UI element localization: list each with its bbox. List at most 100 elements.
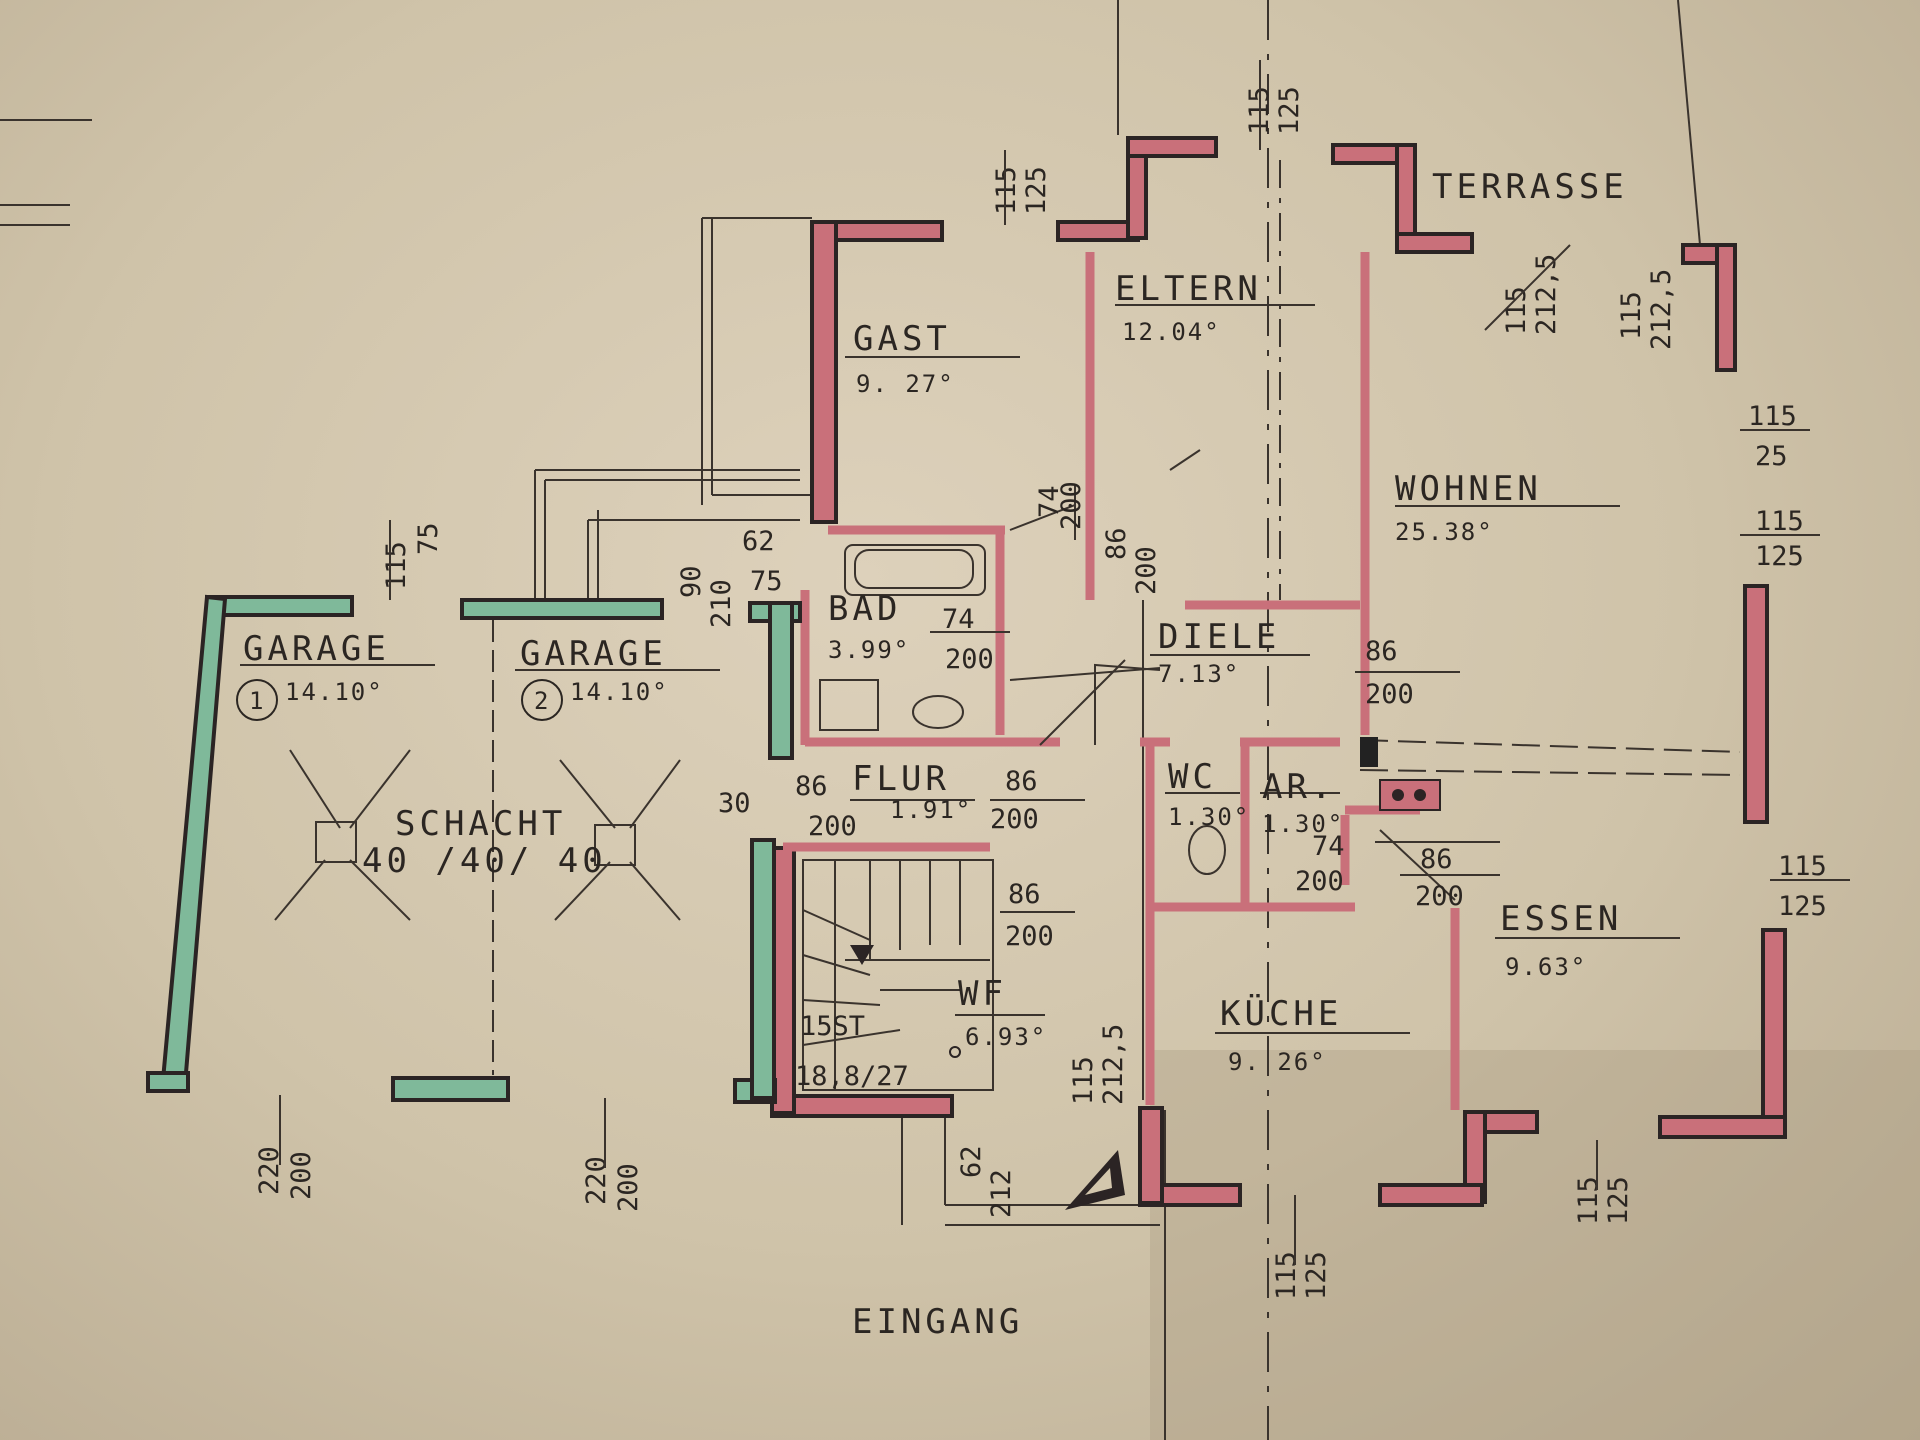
garage-walls xyxy=(146,594,802,1104)
schacht-box-right xyxy=(594,824,636,866)
dim-essen-door-1: 86 xyxy=(1420,844,1453,875)
dim-wohnen-window1-1: 115 xyxy=(1748,401,1797,432)
room-wf-area: 6.93° xyxy=(965,1023,1047,1051)
room-eltern-name: ELTERN xyxy=(1115,269,1262,309)
dim-wohnen-window2-1: 115 xyxy=(1755,506,1804,537)
dim-garage-window-1: 115 xyxy=(381,541,412,590)
dim-flur-dim: 30 xyxy=(718,788,751,819)
dim-kueche-window-1: 115 xyxy=(1271,1251,1302,1300)
dim-wohnen-door-2: 200 xyxy=(1365,679,1414,710)
dim-wohnen-door-1: 86 xyxy=(1365,636,1398,667)
interior-walls xyxy=(783,252,1460,1110)
dim-garage1-door-2: 200 xyxy=(286,1151,317,1200)
dim-garage-window-2: 75 xyxy=(413,522,444,555)
stair-arrow-icon xyxy=(850,945,874,965)
dim-wohnen-window1-2: 25 xyxy=(1755,441,1788,472)
stove-icon xyxy=(1379,779,1441,811)
room-gast-area: 9. 27° xyxy=(856,370,955,398)
toilet-icon-bad xyxy=(912,695,964,729)
dim-gast-window-1: 115 xyxy=(991,166,1022,215)
dim-garage-side-door-1: 90 xyxy=(676,565,707,598)
room-essen-name: ESSEN xyxy=(1500,899,1622,939)
room-wohnen-name: WOHNEN xyxy=(1395,469,1542,509)
dim-garage-side-door-4: 75 xyxy=(750,566,783,597)
construction-lines xyxy=(0,0,1741,1440)
dim-flur-door-right-2: 200 xyxy=(990,804,1039,835)
dim-essen-window-2: 125 xyxy=(1778,891,1827,922)
entrance-arrow-icon xyxy=(1065,1150,1125,1210)
room-gast-name: GAST xyxy=(853,319,951,359)
dim-entrance-door-2: 212 xyxy=(986,1169,1017,1218)
room-kueche-area: 9. 26° xyxy=(1228,1048,1327,1076)
dim-terrasse-door2-1: 115 xyxy=(1616,291,1647,340)
room-ar-area: 1.30° xyxy=(1262,810,1344,838)
garage1-number-circle xyxy=(236,679,278,721)
label-stairs-dim: 18,8/27 xyxy=(795,1061,909,1092)
dim-gast-door-1: 74 xyxy=(1034,485,1065,518)
dimension-ticks xyxy=(279,60,1850,1265)
label-stairs-count: 15ST xyxy=(800,1011,865,1042)
room-ar-name: AR. xyxy=(1262,767,1335,807)
room-flur-name: FLUR xyxy=(852,759,950,799)
room-garage1-name: GARAGE xyxy=(243,629,390,669)
room-garage2-area: 14.10° xyxy=(570,678,669,706)
dim-ar-door-1: 74 xyxy=(1312,831,1345,862)
room-wc-name: WC xyxy=(1168,757,1217,797)
dim-terrasse-door1-2: 212,5 xyxy=(1531,254,1562,335)
dim-wohnen-window2-2: 125 xyxy=(1755,541,1804,572)
dim-flur-door-left-2: 200 xyxy=(808,811,857,842)
stair-end-icon xyxy=(949,1046,961,1058)
label-eingang: EINGANG xyxy=(852,1302,1023,1342)
dim-stair-door-2: 200 xyxy=(1005,921,1054,952)
paper-shadow xyxy=(1150,1050,1920,1440)
dim-bad-door-2: 200 xyxy=(945,644,994,675)
room-wf-name: WF xyxy=(958,974,1007,1014)
dim-flur-door-left-1: 86 xyxy=(795,771,828,802)
dim-essen-door-2: 200 xyxy=(1415,881,1464,912)
dimension-labels: 115 125 115 125 115 212,5 115 212,5 115 … xyxy=(254,86,1827,1300)
dim-entrance-door-1: 62 xyxy=(956,1145,987,1178)
dim-stair-door-1: 86 xyxy=(1008,879,1041,910)
room-wc-area: 1.30° xyxy=(1168,803,1250,831)
label-schacht: SCHACHT xyxy=(395,804,566,844)
stove-burner-2 xyxy=(1414,789,1426,801)
room-garage2-number: 2 xyxy=(534,687,550,715)
dim-flur-door-right-1: 86 xyxy=(1005,766,1038,797)
room-essen-area: 9.63° xyxy=(1505,953,1587,981)
dim-garage-side-door-3: 62 xyxy=(742,526,775,557)
door-swings xyxy=(1009,449,1500,901)
room-diele-area: 7.13° xyxy=(1158,660,1240,688)
dim-essen-bottom-window-2: 125 xyxy=(1603,1176,1634,1225)
dim-eltern-door-1: 86 xyxy=(1101,527,1132,560)
bathtub-inner xyxy=(854,549,974,589)
label-terrasse: TERRASSE xyxy=(1432,167,1628,207)
exterior-walls xyxy=(770,136,1787,1207)
staircase xyxy=(802,859,994,1091)
dim-gast-window-2: 125 xyxy=(1021,166,1052,215)
bathtub-icon xyxy=(844,544,986,596)
room-flur-area: 1.91° xyxy=(890,796,972,824)
fixtures xyxy=(274,544,1441,921)
entrance-arrow-inner xyxy=(1085,1168,1112,1195)
room-name-underlines xyxy=(240,304,1680,1034)
room-kueche-name: KÜCHE xyxy=(1220,993,1342,1034)
shower-icon xyxy=(819,679,879,731)
dim-terrasse-door2-2: 212,5 xyxy=(1646,269,1677,350)
dim-garage2-door-2: 200 xyxy=(613,1163,644,1212)
dim-bad-door-1: 74 xyxy=(942,604,975,635)
garage2-number-circle xyxy=(521,679,563,721)
dim-eltern-window-2: 125 xyxy=(1274,86,1305,135)
room-garage1-area: 14.10° xyxy=(285,678,384,706)
dim-essen-window-1: 115 xyxy=(1778,851,1827,882)
room-garage1-number: 1 xyxy=(249,687,265,715)
dim-wf-window-1: 115 xyxy=(1068,1056,1099,1105)
room-diele-name: DIELE xyxy=(1158,617,1280,657)
dim-eltern-door-2: 200 xyxy=(1131,546,1162,595)
dim-kueche-window-2: 125 xyxy=(1301,1251,1332,1300)
stove-burner-1 xyxy=(1392,789,1404,801)
dim-wf-window-2: 212,5 xyxy=(1098,1024,1129,1105)
dim-garage-side-door-2: 210 xyxy=(706,579,737,628)
dim-terrasse-door1-1: 115 xyxy=(1501,286,1532,335)
room-wohnen-area: 25.38° xyxy=(1395,518,1494,546)
